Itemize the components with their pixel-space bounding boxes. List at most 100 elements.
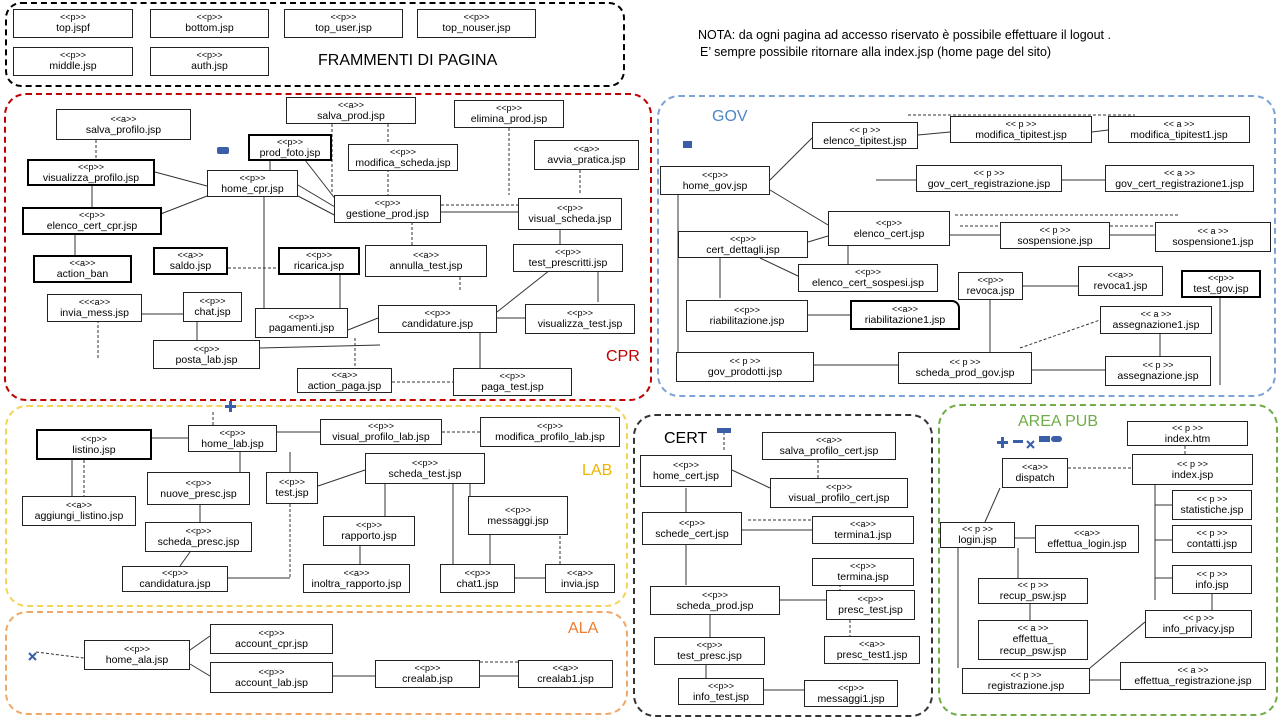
- box-tag: <<p>>: [849, 561, 877, 571]
- box-tag: << p >>: [1010, 670, 1042, 680]
- box-name: posta_lab.jsp: [175, 353, 238, 366]
- page-modifica-tipitest1: << a >>modifica_tipitest1.jsp: [1108, 116, 1250, 143]
- box-tag: <<p>>: [678, 517, 706, 528]
- page-invia-mess: <<<a>>invia_mess.jsp: [47, 294, 142, 322]
- fragment-top-user-jsp: <<p>>top_user.jsp: [284, 9, 403, 38]
- box-name: elenco_cert.jsp: [853, 227, 925, 240]
- box-name: elenco_cert_cpr.jsp: [46, 220, 138, 232]
- cert-title: CERT: [664, 430, 708, 447]
- box-tag: <<p>>: [185, 477, 212, 488]
- box-name: avvia_pratica.jsp: [547, 154, 626, 166]
- page-termina: <<p>>termina.jsp: [812, 558, 914, 586]
- page-scheda-prod: <<p>>scheda_prod.jsp: [650, 586, 780, 615]
- page-posta-lab: <<p>>posta_lab.jsp: [153, 340, 260, 369]
- box-tag: <<p>>: [239, 172, 266, 183]
- box-tag: <<p>>: [389, 146, 417, 157]
- box-tag: <<a>>: [566, 567, 594, 578]
- box-name: termina.jsp: [837, 571, 889, 583]
- page-ricarica: <<p>>ricarica.jsp: [278, 247, 360, 275]
- box-tag: << a >>: [1017, 623, 1049, 633]
- box-name: recup_psw.jsp: [999, 590, 1067, 602]
- box-name: gestione_prod.jsp: [346, 208, 429, 220]
- page-elimina-prod: <<p>>elimina_prod.jsp: [454, 100, 564, 128]
- note-text: NOTA: da ogni pagina ad accesso riservat…: [698, 27, 1111, 61]
- page-visualizza-test: <<p>>visualizza_test.jsp: [525, 304, 635, 334]
- box-tag: <<a>>: [412, 250, 440, 260]
- box-tag: << p >>: [1017, 580, 1049, 590]
- page-gestione-prod: <<p>>gestione_prod.jsp: [334, 195, 441, 223]
- page-contatti: << p >>contatti.jsp: [1172, 525, 1252, 553]
- box-tag: << p >>: [961, 524, 994, 534]
- box-tag: <<p>>: [196, 50, 223, 60]
- page-test-presc: <<p>>test_presc.jsp: [654, 637, 765, 665]
- box-tag: <<a>>: [552, 663, 579, 673]
- page-recup-psw: << p >>recup_psw.jsp: [978, 578, 1088, 604]
- box-tag: << p >>: [1196, 528, 1228, 538]
- box-tag: <<p>>: [258, 628, 285, 638]
- box-name: crealab1.jsp: [537, 673, 594, 685]
- box-tag: <<a>>: [1107, 270, 1134, 280]
- box-tag: << p >>: [849, 124, 881, 135]
- box-name: ricarica.jsp: [293, 260, 345, 272]
- box-tag: <<p>>: [258, 666, 285, 677]
- box-name: candidature.jsp: [401, 318, 474, 330]
- box-tag: <<p>>: [59, 12, 87, 22]
- page-messaggi1: <<p>>messaggi1.jsp: [804, 680, 898, 707]
- region-lab: [5, 405, 628, 607]
- page-home-lab: <<p>>home_lab.jsp: [188, 425, 277, 452]
- cross-icon: [28, 648, 37, 661]
- box-name: elenco_cert_sospesi.jsp: [811, 277, 925, 289]
- page-candidature: <<p>>candidature.jsp: [378, 305, 497, 333]
- page-test-prescritti: <<p>>test_prescritti.jsp: [513, 244, 623, 272]
- box-name: scheda_test.jsp: [388, 467, 462, 480]
- box-name: bottom.jsp: [185, 22, 234, 34]
- box-tag: << p >>: [1182, 613, 1215, 623]
- box-name: invia.jsp: [561, 577, 599, 590]
- page-riabilitazione1: <<a>>riabilitazione1.jsp: [850, 300, 960, 330]
- page-riabilitazione: <<p>>riabilitazione.jsp: [686, 300, 808, 332]
- page-sospensione: << p >>sospensione.jsp: [1000, 222, 1110, 249]
- box-name: candidatura.jsp: [139, 578, 211, 590]
- box-tag: <<p>>: [825, 482, 853, 492]
- box-tag: <<a>>: [573, 144, 600, 154]
- cross-icon: [1026, 436, 1035, 449]
- page-test-gov: <<p>>test_gov.jsp: [1181, 270, 1261, 298]
- box-name: aggiungi_listino.jsp: [34, 510, 124, 522]
- box-name: effettua_registrazione.jsp: [1134, 675, 1252, 687]
- page-nuove-presc: <<p>>nuove_presc.jsp: [147, 472, 250, 505]
- box-tag: <<p>>: [288, 312, 315, 322]
- page-paga-test: <<p>>paga_test.jsp: [453, 368, 572, 396]
- page-presc-test: <<p>>presc_test.jsp: [826, 590, 915, 620]
- page-gov-cert-registrazione1: << a >>gov_cert_registrazione1.jsp: [1105, 165, 1254, 192]
- note-line-1: NOTA: da ogni pagina ad accesso riservat…: [698, 28, 1111, 42]
- box-name: crealab.jsp: [402, 673, 453, 685]
- box-name: contatti.jsp: [1186, 538, 1238, 550]
- box-tag: <<p>>: [1207, 273, 1235, 283]
- box-name: chat1.jsp: [456, 577, 499, 590]
- page-schede-cert: <<p>>schede_cert.jsp: [642, 512, 742, 545]
- box-tag: << a >>: [1163, 118, 1195, 129]
- page-chat1: <<p>>chat1.jsp: [440, 564, 515, 593]
- box-name: inoltra_rapporto.jsp: [311, 577, 402, 590]
- box-tag: <<p>>: [411, 457, 439, 468]
- box-name: home_cert.jsp: [653, 470, 719, 482]
- box-tag: <<p>>: [875, 217, 903, 228]
- box-tag: <<p>>: [464, 567, 491, 578]
- box-tag: << a >>: [1177, 665, 1209, 675]
- box-name: modifica_profilo_lab.jsp: [495, 431, 605, 443]
- box-name: test_gov.jsp: [1193, 283, 1249, 295]
- box-tag: <<p>>: [78, 210, 106, 220]
- box-name: visual_profilo_lab.jsp: [332, 431, 430, 443]
- box-name: messaggi.jsp: [487, 514, 549, 527]
- page-elenco-cert-cpr: <<p>>elenco_cert_cpr.jsp: [22, 207, 162, 235]
- box-name: elenco_tipitest.jsp: [823, 134, 907, 147]
- box-tag: << p >>: [1142, 360, 1174, 370]
- page-visual-profilo-cert: <<p>>visual_profilo_cert.jsp: [770, 478, 908, 508]
- box-tag: <<p>>: [185, 526, 212, 536]
- page-modifica-scheda: <<p>>modifica_scheda.jsp: [348, 144, 458, 171]
- box-name: nuove_presc.jsp: [160, 487, 237, 500]
- frammenti-title: FRAMMENTI DI PAGINA: [318, 52, 498, 69]
- box-name: registrazione.jsp: [987, 680, 1065, 692]
- page-scheda-prod-gov: << p >>scheda_prod_gov.jsp: [898, 352, 1032, 384]
- box-tag: <<p>>: [276, 136, 304, 147]
